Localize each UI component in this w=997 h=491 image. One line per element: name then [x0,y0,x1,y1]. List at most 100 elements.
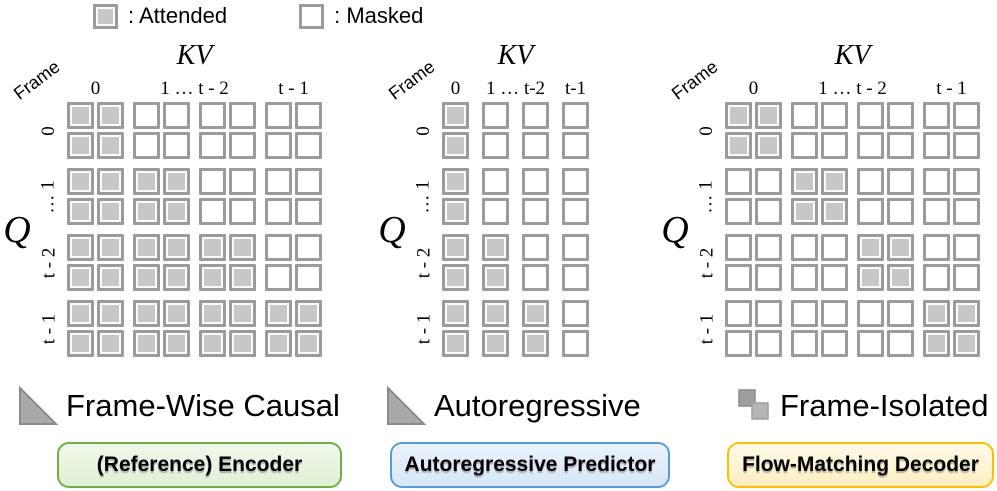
attention-cell-attended [755,102,782,129]
attention-cell-masked [821,102,848,129]
attention-cell-masked [791,300,818,327]
attention-cell-attended [442,168,469,195]
attention-cell-attended [821,198,848,225]
attention-cell-masked [725,300,752,327]
attention-cell-masked [887,168,914,195]
attention-cell-attended [163,168,190,195]
attention-cell-attended [163,198,190,225]
attention-cell-attended [923,300,950,327]
attention-cell-masked [953,264,980,291]
attention-cell-attended [67,234,94,261]
attention-cell-masked [229,198,256,225]
mask-type-label: Autoregressive [434,388,641,423]
attention-cell-masked [755,330,782,357]
attention-cell-attended [821,168,848,195]
attention-cell-masked [482,198,509,225]
attention-cell-masked [725,168,752,195]
attention-cell-attended [522,330,549,357]
decoder-box-label: Flow-Matching Decoder [742,453,979,476]
attention-cell-masked [725,264,752,291]
attention-cell-attended [482,234,509,261]
attention-cell-masked [821,234,848,261]
attention-cell-attended [67,132,94,159]
mask-type-autoregressive: Autoregressive [386,384,641,428]
attention-cell-masked [133,132,160,159]
attention-cell-masked [923,198,950,225]
attention-cell-attended [295,330,322,357]
attention-cell-masked [857,102,884,129]
attention-cell-masked [295,198,322,225]
attention-cell-masked [163,132,190,159]
attention-cell-masked [522,234,549,261]
attention-cell-masked [821,264,848,291]
attention-cell-masked [482,132,509,159]
masked-swatch-icon [299,3,325,29]
attention-cell-attended [163,330,190,357]
attention-cell-masked [522,102,549,129]
attention-cell-attended [482,300,509,327]
col-label: 1 … t - 2 [818,78,887,99]
mask-type-label: Frame-Isolated [780,388,989,423]
q-frame-indices: 0 … 1 t - 2 t - 1 [37,102,61,357]
attention-cell-masked [923,264,950,291]
attention-cell-attended [199,300,226,327]
attention-cell-masked [562,234,589,261]
attention-cell-masked [229,168,256,195]
kv-axis-label: KV [834,40,871,71]
attention-cell-attended [97,330,124,357]
attention-cell-masked [522,264,549,291]
attention-cell-masked [953,102,980,129]
attention-cell-masked [887,330,914,357]
attention-cell-attended [522,300,549,327]
col-label: 0 [450,78,461,99]
attention-cell-attended [163,264,190,291]
attention-cell-attended [163,234,190,261]
encoder-box: (Reference) Encoder [57,442,342,488]
attention-cell-attended [887,234,914,261]
attention-grid [442,102,589,357]
attention-cell-masked [887,132,914,159]
attention-cell-attended [97,300,124,327]
attention-cell-masked [953,198,980,225]
attention-cell-masked [199,168,226,195]
attention-cell-attended [67,300,94,327]
row-label: 0 [696,125,717,136]
attention-cell-masked [562,198,589,225]
mask-type-frame-isolated: Frame-Isolated [738,384,988,428]
q-axis-label: Q [661,208,689,251]
q-axis-label: Q [3,208,31,251]
attention-cell-masked [953,168,980,195]
attention-cell-masked [265,132,292,159]
row-label: … 1 [413,179,434,214]
attention-grid [67,102,322,357]
col-label: 0 [748,78,759,99]
attention-cell-masked [229,132,256,159]
attention-cell-masked [857,330,884,357]
attention-cell-masked [199,198,226,225]
attention-cell-attended [442,300,469,327]
attention-cell-attended [923,330,950,357]
attention-cell-masked [923,168,950,195]
frame-axis-label: Frame [667,56,722,104]
attention-cell-attended [97,168,124,195]
attention-cell-masked [755,264,782,291]
kv-frame-indices: 0 1 … t-2 t-1 [442,78,589,102]
attention-cell-masked [265,168,292,195]
encoder-box-label: (Reference) Encoder [96,453,303,476]
row-label: t - 2 [696,247,718,278]
attention-cell-masked [265,102,292,129]
q-frame-indices: 0 … 1 t - 2 t - 1 [695,102,719,357]
attention-cell-attended [133,264,160,291]
attention-cell-attended [163,300,190,327]
attention-cell-masked [725,330,752,357]
attention-cell-attended [791,198,818,225]
attention-cell-attended [199,264,226,291]
attention-cell-masked [562,168,589,195]
attention-cell-masked [821,132,848,159]
attention-cell-attended [133,300,160,327]
attention-cell-masked [562,102,589,129]
attention-cell-attended [442,102,469,129]
row-label: t - 2 [413,247,435,278]
row-label: t - 1 [413,313,435,344]
attention-cell-masked [791,132,818,159]
